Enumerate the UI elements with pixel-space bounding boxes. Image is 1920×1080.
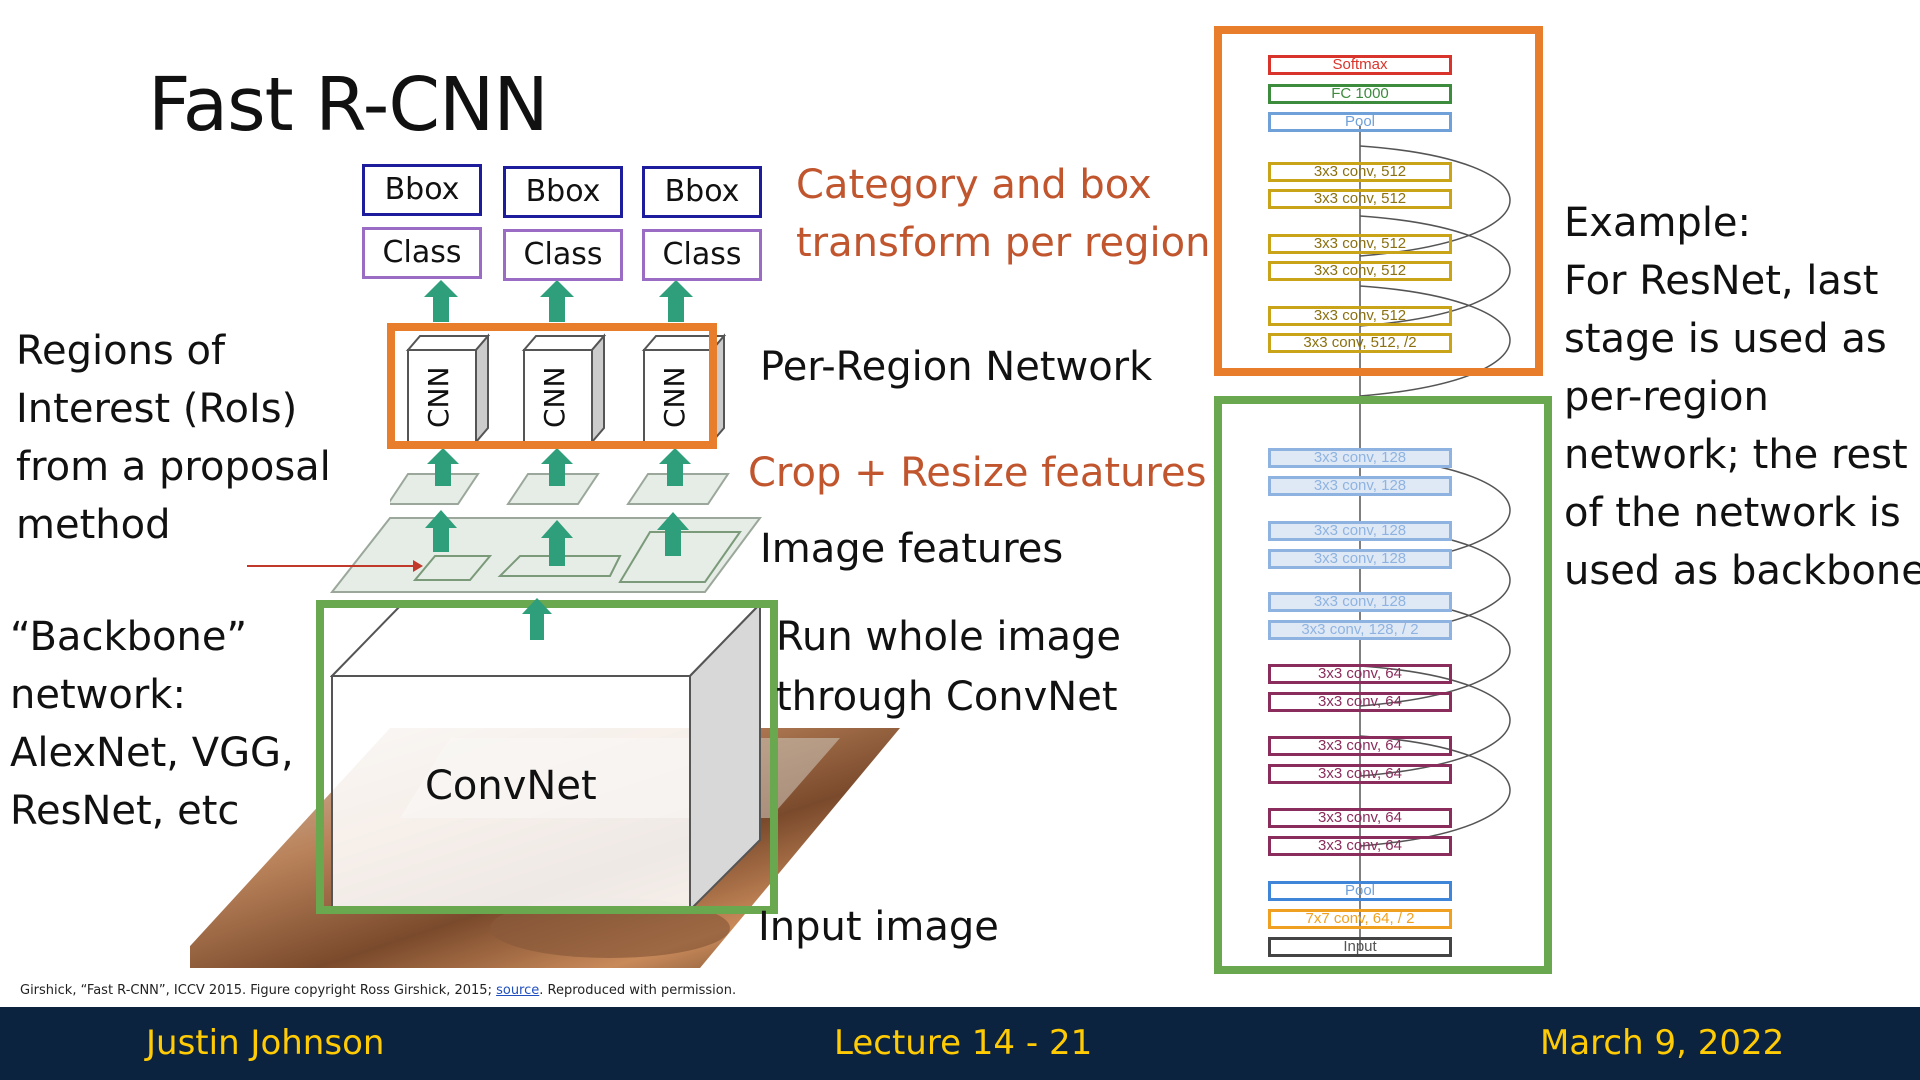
backbone-frame xyxy=(316,600,778,914)
per-region-frame xyxy=(387,323,717,449)
resnet-layer-conv512: 3x3 conv, 512 xyxy=(1268,234,1452,254)
roi-arrow xyxy=(247,560,423,572)
resnet-head-frame xyxy=(1214,26,1543,376)
input-image-label: Input image xyxy=(758,904,999,950)
bbox-head-2: Bbox xyxy=(503,166,623,218)
example-label-1: Example: xyxy=(1564,200,1752,246)
resnet-layer-conv128: 3x3 conv, 128 xyxy=(1268,521,1452,541)
resnet-layer-pool-top: Pool xyxy=(1268,112,1452,132)
resnet-backbone-frame xyxy=(1214,396,1552,974)
resnet-layer-pool-bottom: Pool xyxy=(1268,881,1452,901)
class-head-1: Class xyxy=(362,227,482,279)
example-label-4: per-region xyxy=(1564,374,1769,420)
backbone-label-3: AlexNet, VGG, xyxy=(10,730,294,776)
run-whole-label-2: through ConvNet xyxy=(776,674,1118,720)
citation: Girshick, “Fast R-CNN”, ICCV 2015. Figur… xyxy=(20,983,737,998)
resnet-layer-fc: FC 1000 xyxy=(1268,84,1452,104)
resnet-layer-conv64: 3x3 conv, 64 xyxy=(1268,664,1452,684)
class-head-3: Class xyxy=(642,229,762,281)
resnet-layer-conv128: 3x3 conv, 128 xyxy=(1268,448,1452,468)
resnet-layer-conv128-stride: 3x3 conv, 128, / 2 xyxy=(1268,620,1452,640)
per-region-label: Per-Region Network xyxy=(760,344,1153,390)
resnet-layer-conv64: 3x3 conv, 64 xyxy=(1268,736,1452,756)
backbone-label-4: ResNet, etc xyxy=(10,788,240,834)
resnet-layer-conv64: 3x3 conv, 64 xyxy=(1268,764,1452,784)
class-head-2: Class xyxy=(503,229,623,281)
resnet-layer-softmax: Softmax xyxy=(1268,55,1452,75)
rois-label-4: method xyxy=(16,502,171,548)
rois-label-3: from a proposal xyxy=(16,444,331,490)
footer-bar: Justin Johnson Lecture 14 - 21 March 9, … xyxy=(0,1007,1920,1080)
run-whole-label-1: Run whole image xyxy=(776,614,1121,660)
resnet-layer-input: Input xyxy=(1268,937,1452,957)
cnn-blocks xyxy=(405,333,727,445)
resnet-layer-conv64: 3x3 conv, 64 xyxy=(1268,836,1452,856)
footer-lecture: Lecture 14 - 21 xyxy=(834,1023,1093,1063)
category-box-label-2: transform per region xyxy=(796,220,1211,266)
resnet-layer-conv128: 3x3 conv, 128 xyxy=(1268,549,1452,569)
rois-label-1: Regions of xyxy=(16,328,226,374)
resnet-layer-conv128: 3x3 conv, 128 xyxy=(1268,476,1452,496)
category-box-label-1: Category and box xyxy=(796,162,1152,208)
example-label-7: used as backbone xyxy=(1564,548,1920,594)
backbone-label-1: “Backbone” xyxy=(10,614,248,660)
resnet-layer-conv512: 3x3 conv, 512 xyxy=(1268,261,1452,281)
footer-date: March 9, 2022 xyxy=(1540,1023,1785,1063)
resnet-layer-conv128: 3x3 conv, 128 xyxy=(1268,592,1452,612)
footer-author: Justin Johnson xyxy=(146,1023,385,1063)
resnet-layer-conv512: 3x3 conv, 512 xyxy=(1268,306,1452,326)
backbone-label-2: network: xyxy=(10,672,186,718)
example-label-2: For ResNet, last xyxy=(1564,258,1879,304)
source-link[interactable]: source xyxy=(496,983,540,998)
resnet-layer-conv64: 3x3 conv, 64 xyxy=(1268,692,1452,712)
image-features-label: Image features xyxy=(760,526,1064,572)
resnet-layer-conv512-stride: 3x3 conv, 512, /2 xyxy=(1268,333,1452,353)
rois-label-2: Interest (RoIs) xyxy=(16,386,298,432)
convnet-box xyxy=(330,601,763,910)
resnet-layer-conv512: 3x3 conv, 512 xyxy=(1268,162,1452,182)
bbox-head-3: Bbox xyxy=(642,166,762,218)
crop-resize-label: Crop + Resize features xyxy=(748,450,1207,496)
crop-patches xyxy=(390,473,730,505)
slide-title: Fast R-CNN xyxy=(148,62,549,148)
example-label-6: of the network is xyxy=(1564,490,1901,536)
example-label-3: stage is used as xyxy=(1564,316,1887,362)
bbox-head-1: Bbox xyxy=(362,164,482,216)
resnet-layer-conv512: 3x3 conv, 512 xyxy=(1268,189,1452,209)
resnet-layer-conv7: 7x7 conv, 64, / 2 xyxy=(1268,909,1452,929)
resnet-layer-conv64: 3x3 conv, 64 xyxy=(1268,808,1452,828)
example-label-5: network; the rest xyxy=(1564,432,1908,478)
convnet-label: ConvNet xyxy=(425,763,597,809)
